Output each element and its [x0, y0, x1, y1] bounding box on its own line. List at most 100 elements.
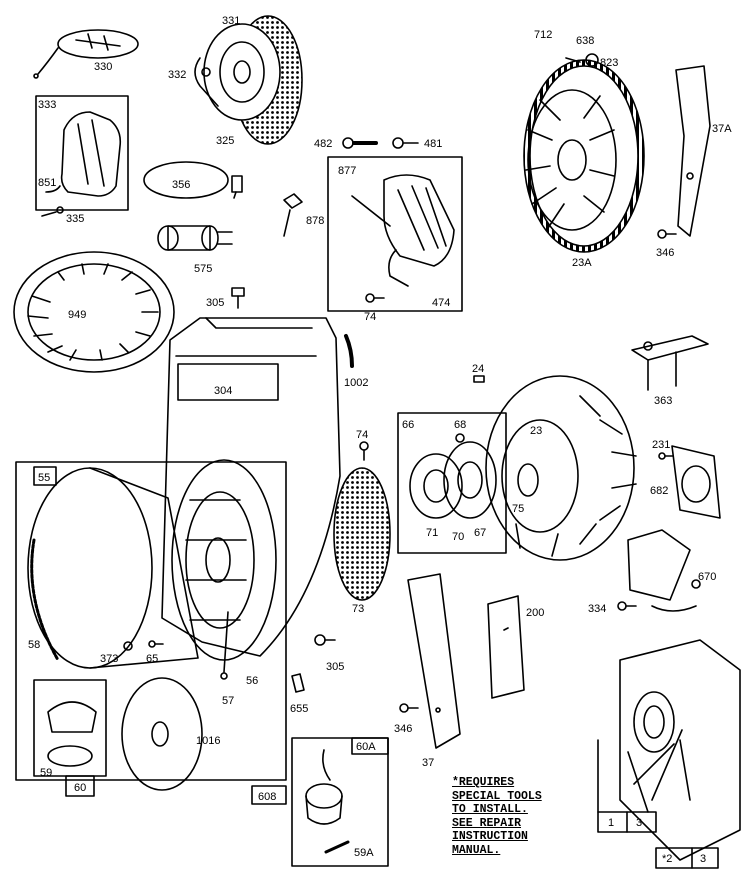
callout-200: 200 — [526, 607, 544, 619]
callout-325: 325 — [216, 135, 234, 147]
callout-3-lower: 3 — [700, 853, 706, 865]
part-1002-hose — [344, 334, 354, 368]
part-305-bolt-lower — [314, 634, 336, 646]
part-330-ground-wire — [33, 29, 139, 79]
part-851-armature — [45, 111, 122, 197]
callout-851: 851 — [38, 177, 56, 189]
callout-682: 682 — [650, 485, 668, 497]
callout-23: 23 — [530, 425, 542, 437]
part-59-starter-handle — [47, 701, 97, 767]
part-712-washer — [565, 57, 581, 63]
callout-58: 58 — [28, 639, 40, 651]
callout-878: 878 — [306, 215, 324, 227]
callout-70: 70 — [452, 531, 464, 543]
part-74-screw-mid — [359, 441, 369, 461]
part-346-screw-lower — [399, 703, 419, 713]
part-box-55-608 — [15, 461, 287, 781]
part-37-air-guide — [407, 573, 461, 749]
callout-304: 304 — [214, 385, 232, 397]
callout-56: 56 — [246, 675, 258, 687]
note-line-4: SEE REPAIR — [452, 816, 522, 830]
callout-1: 1 — [608, 817, 614, 829]
callout-373: 373 — [100, 653, 118, 665]
callout-23A: 23A — [572, 257, 592, 269]
callout-231: 231 — [652, 439, 670, 451]
part-482-screw — [342, 137, 378, 149]
callout-305-upper: 305 — [206, 297, 224, 309]
part-363-throttle-bracket — [631, 335, 709, 391]
part-878-plug-terminal — [283, 193, 303, 237]
part-325-magneto-wheel — [194, 15, 303, 145]
callout-60: 60 — [74, 782, 86, 794]
note-line-3: TO INSTALL. — [452, 803, 528, 816]
callout-655: 655 — [290, 703, 308, 715]
callout-334: 334 — [588, 603, 606, 615]
callout-346-upper: 346 — [656, 247, 674, 259]
part-73-screen-mesh — [333, 467, 391, 601]
callout-67: 67 — [474, 527, 486, 539]
part-box-2-3 — [655, 847, 719, 869]
callout-59: 59 — [40, 767, 52, 779]
part-box-608 — [251, 785, 287, 805]
part-24-key — [473, 375, 485, 383]
callout-68: 68 — [454, 419, 466, 431]
callout-332: 332 — [168, 69, 186, 81]
part-334-screw — [617, 601, 637, 611]
callout-71: 71 — [426, 527, 438, 539]
part-box-60A — [291, 737, 389, 867]
part-box-333 — [35, 95, 129, 211]
part-box-55 — [33, 466, 57, 486]
note-line-1: *REQUIRES — [452, 776, 515, 789]
part-box-66 — [397, 412, 507, 554]
part-box-474 — [327, 156, 463, 312]
callout-55: 55 — [38, 472, 50, 484]
part-356-wire-loop — [143, 161, 243, 199]
callout-330: 330 — [94, 61, 112, 73]
note-line-2: SPECIAL TOOLS — [452, 789, 542, 803]
part-crankcase-cover — [619, 639, 741, 861]
callout-57: 57 — [222, 695, 234, 707]
part-box-60A-label — [351, 737, 389, 755]
part-55-rewind-starter — [27, 459, 277, 669]
part-60A-handle-assembly — [305, 749, 343, 825]
callout-74-mid: 74 — [356, 429, 368, 441]
callout-333: 333 — [38, 99, 56, 111]
callout-66: 66 — [402, 419, 414, 431]
part-655-clip — [291, 673, 305, 693]
callout-575: 575 — [194, 263, 212, 275]
part-200-baffle — [487, 595, 525, 699]
part-949-rotating-screen — [13, 251, 175, 373]
callout-75: 75 — [512, 503, 524, 515]
part-335-screw — [41, 206, 64, 217]
callout-346-lower: 346 — [394, 723, 412, 735]
callout-335: 335 — [66, 213, 84, 225]
callout-labels: 330 331 332 325 333 851 335 356 575 878 … — [28, 15, 732, 865]
part-58-rope — [30, 538, 60, 662]
callout-1002: 1002 — [344, 377, 368, 389]
part-305-bolt-upper — [231, 287, 245, 309]
callout-638: 638 — [576, 35, 594, 47]
callout-star-2: *2 — [662, 853, 672, 865]
part-682-adapter — [671, 445, 721, 519]
part-37A-air-vane — [675, 65, 711, 237]
part-481-screw — [392, 137, 419, 149]
part-23-flywheel — [485, 375, 637, 561]
callout-331: 331 — [222, 15, 240, 27]
callout-712: 712 — [534, 29, 552, 41]
part-74-screw-upper — [365, 293, 385, 303]
part-346-screw-upper — [657, 229, 677, 239]
callout-482: 482 — [314, 138, 332, 150]
part-373-screw — [123, 641, 133, 651]
callout-949: 949 — [68, 309, 86, 321]
part-877-coil — [351, 174, 455, 287]
callout-608: 608 — [258, 791, 276, 803]
callout-363: 363 — [654, 395, 672, 407]
callout-3-upper: 3 — [636, 817, 642, 829]
callout-60A: 60A — [356, 741, 376, 753]
callout-356: 356 — [172, 179, 190, 191]
callout-474: 474 — [432, 297, 450, 309]
note-line-5: INSTRUCTION — [452, 830, 528, 843]
callout-1016: 1016 — [196, 735, 220, 747]
special-tools-note: *REQUIRES SPECIAL TOOLS TO INSTALL. SEE … — [452, 776, 592, 857]
